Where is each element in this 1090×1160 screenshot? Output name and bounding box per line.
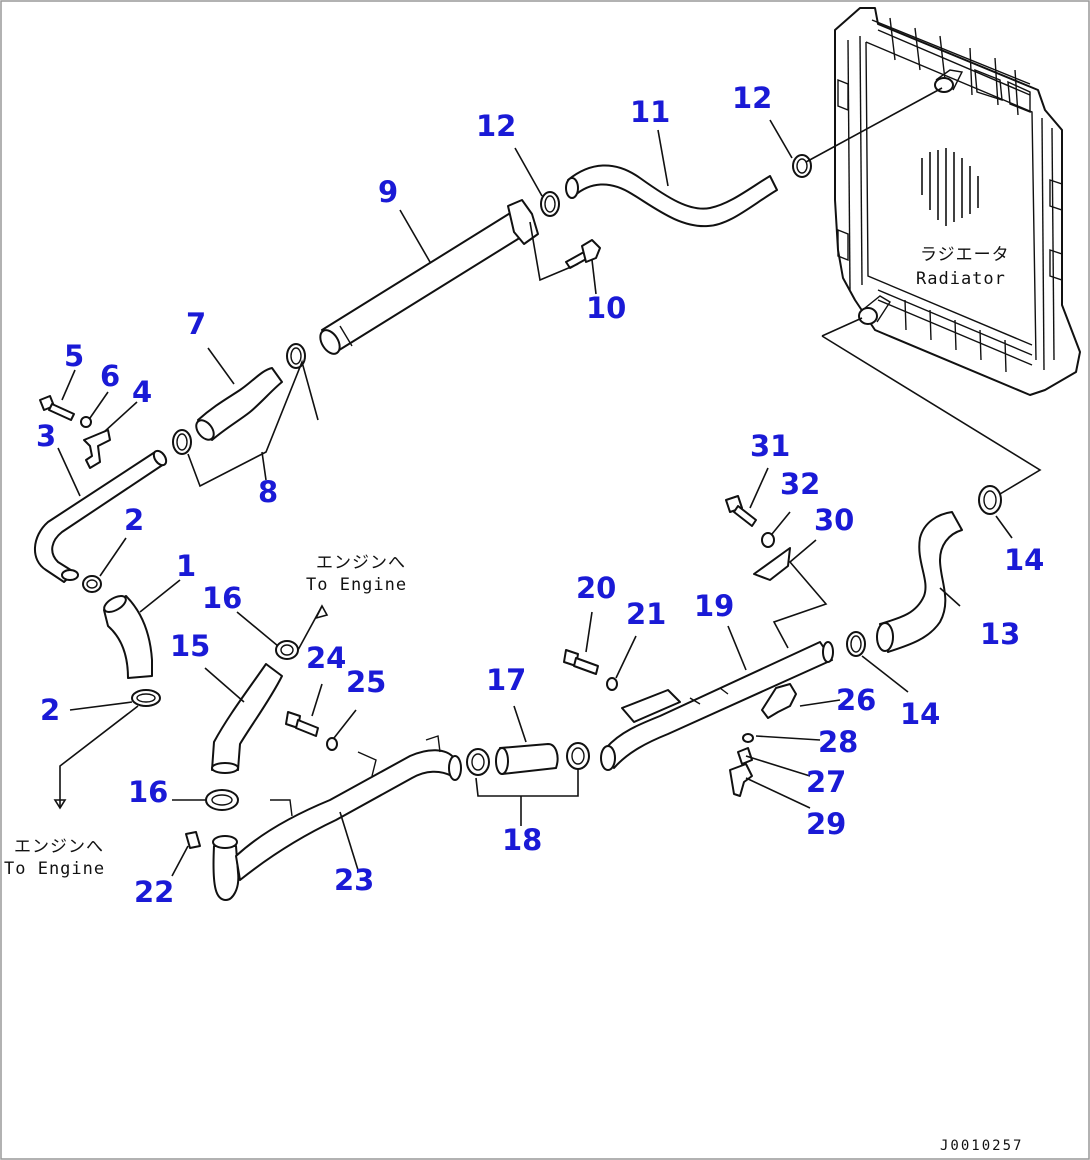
part-29-valve <box>729 763 753 797</box>
part-17-hose <box>495 743 559 775</box>
part-3-pipe <box>33 449 168 583</box>
to-engine-left-jp: エンジンへ <box>14 837 104 857</box>
callout-23: 23 <box>334 863 374 897</box>
callout-19: 19 <box>694 589 734 623</box>
part-19-pipe <box>600 641 834 771</box>
callout-7: 7 <box>186 307 206 341</box>
callout-12-right: 12 <box>732 81 772 115</box>
radiator-label-jp: ラジエータ <box>920 245 1010 265</box>
part-12-clamp-a <box>540 191 560 217</box>
callout-25: 25 <box>346 665 386 699</box>
callout-13: 13 <box>980 617 1020 651</box>
part-14-clamp-a <box>846 631 866 657</box>
part-13-hose <box>876 511 963 653</box>
callout-30: 30 <box>814 503 854 537</box>
callout-20: 20 <box>576 571 616 605</box>
part-5-bolt <box>39 395 75 421</box>
callout-numbers: 1 2 2 3 4 5 6 7 8 9 10 11 12 12 13 14 14… <box>36 81 1044 909</box>
callout-32: 32 <box>780 467 820 501</box>
callout-28: 28 <box>818 725 858 759</box>
leader-lines <box>53 87 1042 877</box>
part-11-upper-hose <box>565 164 778 228</box>
part-32-washer <box>761 532 775 548</box>
callout-29: 29 <box>806 807 846 841</box>
part-18-clamp-b <box>566 742 590 770</box>
to-engine-left-en: To Engine <box>4 859 105 879</box>
callout-4: 4 <box>132 375 152 409</box>
part-9-pipe <box>319 199 539 355</box>
part-30-bracket <box>753 547 791 581</box>
callout-18: 18 <box>502 823 542 857</box>
part-21-washer <box>606 677 618 691</box>
part-15-hose <box>211 663 283 774</box>
part-18-clamp-a <box>466 748 490 776</box>
callout-1: 1 <box>176 549 196 583</box>
to-engine-top-jp: エンジンへ <box>316 553 406 573</box>
part-10-bolt <box>565 239 601 269</box>
callout-16-upper: 16 <box>202 581 242 615</box>
part-6-washer <box>80 416 92 428</box>
part-14-clamp-b <box>978 485 1002 515</box>
callout-5: 5 <box>64 339 84 373</box>
part-24-bolt <box>285 711 319 737</box>
part-8-clamp-b <box>286 343 306 369</box>
part-25-washer <box>326 737 338 751</box>
part-26-connector <box>761 683 797 719</box>
part-4-bracket <box>83 429 111 469</box>
radiator <box>834 7 1081 396</box>
radiator-label-en: Radiator <box>916 269 1006 289</box>
callout-8: 8 <box>258 475 278 509</box>
callout-27: 27 <box>806 765 846 799</box>
callout-14-right: 14 <box>1004 543 1044 577</box>
part-12-clamp-b <box>792 154 812 178</box>
part-16-clamp-b <box>205 789 239 811</box>
part-8-clamp-a <box>172 429 192 455</box>
callout-11: 11 <box>630 95 670 129</box>
to-engine-top-en: To Engine <box>306 575 407 595</box>
callout-17: 17 <box>486 663 526 697</box>
part-28-washer <box>742 733 754 743</box>
part-27-fitting <box>737 747 753 765</box>
callout-26: 26 <box>836 683 876 717</box>
callout-12-left: 12 <box>476 109 516 143</box>
part-23-pipe <box>212 735 462 901</box>
callout-31: 31 <box>750 429 790 463</box>
callout-2-upper: 2 <box>124 503 144 537</box>
callout-21: 21 <box>626 597 666 631</box>
callout-22: 22 <box>134 875 174 909</box>
part-7-hose <box>195 367 283 441</box>
callout-14-lower: 14 <box>900 697 940 731</box>
callout-6: 6 <box>100 359 120 393</box>
part-2-clamp-b <box>131 689 161 707</box>
part-20-bolt <box>563 649 599 675</box>
part-2-clamp-a <box>82 575 102 593</box>
callout-15: 15 <box>170 629 210 663</box>
callout-24: 24 <box>306 641 346 675</box>
part-31-bolt <box>725 495 757 527</box>
part-22-plug <box>185 831 201 849</box>
drawing-code: J0010257 <box>940 1138 1023 1154</box>
callout-3: 3 <box>36 419 56 453</box>
callout-16-lower: 16 <box>128 775 168 809</box>
callout-10: 10 <box>586 291 626 325</box>
callout-9: 9 <box>378 175 398 209</box>
part-1-hose <box>103 595 153 679</box>
part-16-clamp-a <box>275 640 299 660</box>
callout-2-lower: 2 <box>40 693 60 727</box>
